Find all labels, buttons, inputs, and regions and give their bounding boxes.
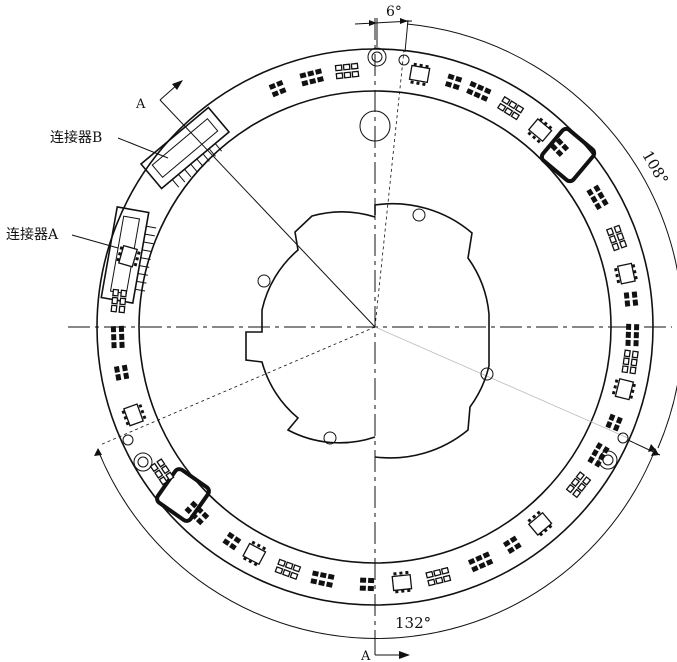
smd-component bbox=[605, 224, 628, 252]
angle-label-108deg: 108° bbox=[638, 148, 672, 188]
reference-line-6deg bbox=[374, 49, 405, 328]
smd-component bbox=[110, 288, 128, 314]
smd-component bbox=[586, 184, 609, 211]
smd-component bbox=[334, 62, 360, 80]
hub-hole-1 bbox=[412, 208, 426, 222]
section-label-top: A bbox=[135, 97, 146, 112]
smd-component bbox=[623, 291, 639, 307]
mounting-hole-left-ring bbox=[133, 452, 153, 472]
mounting-holes bbox=[122, 47, 629, 472]
smd-component bbox=[242, 540, 267, 567]
smd-component bbox=[110, 325, 125, 349]
smd-component bbox=[408, 62, 431, 87]
dim-6deg-arrow-left bbox=[369, 20, 377, 26]
hub-left-half bbox=[245, 211, 376, 444]
smd-component bbox=[299, 68, 324, 87]
section-arrows bbox=[159, 80, 410, 659]
smd-component bbox=[587, 442, 610, 468]
central-hub bbox=[245, 202, 494, 459]
large-ic-right bbox=[539, 126, 597, 184]
smd-component bbox=[496, 95, 525, 121]
mounting-hole-top-small-inner bbox=[371, 51, 383, 63]
hub-hole-3 bbox=[480, 367, 494, 381]
dim-132deg-arrow-left bbox=[94, 448, 102, 456]
section-label-bottom: A bbox=[360, 649, 371, 662]
hub-hole-4 bbox=[323, 431, 337, 445]
connector-b-body bbox=[139, 106, 231, 190]
connector-b-footprint bbox=[139, 106, 231, 190]
connector-b-pins bbox=[171, 143, 223, 188]
smd-component bbox=[444, 73, 463, 91]
angle-label-6deg: 6° bbox=[386, 4, 402, 20]
large-ic-right-body bbox=[539, 126, 597, 184]
smd-component bbox=[527, 117, 553, 144]
hub-hole-2 bbox=[257, 274, 271, 288]
reference-line-lower-left bbox=[99, 326, 376, 446]
dim-108deg-arc bbox=[406, 23, 677, 449]
smd-component bbox=[149, 458, 175, 486]
smd-component bbox=[425, 566, 452, 587]
ring-components bbox=[110, 62, 640, 594]
mounting-hole-6deg bbox=[398, 54, 410, 66]
mounting-hole-left-ring-inner bbox=[137, 456, 149, 468]
dim-6deg-arrow-right bbox=[400, 18, 408, 24]
smd-component bbox=[605, 413, 623, 432]
smd-component bbox=[614, 262, 638, 285]
smd-component bbox=[310, 570, 335, 588]
angle-label-132deg: 132° bbox=[395, 614, 431, 632]
section-arrow-top-head bbox=[172, 80, 183, 90]
smd-component bbox=[611, 377, 636, 401]
smd-component bbox=[621, 349, 639, 375]
smd-component bbox=[625, 323, 640, 347]
smd-component bbox=[527, 510, 553, 537]
mounting-hole-left bbox=[122, 434, 134, 446]
smd-component bbox=[565, 471, 592, 499]
smd-component bbox=[121, 403, 147, 427]
dim-6deg-ext-right bbox=[404, 19, 409, 53]
smd-component bbox=[502, 535, 522, 555]
smd-component bbox=[359, 577, 375, 592]
dimension-marks bbox=[94, 18, 677, 639]
reference-line-right bbox=[374, 326, 629, 439]
section-line-a bbox=[159, 99, 376, 328]
smd-component bbox=[268, 79, 287, 98]
mounting-hole-right bbox=[617, 432, 629, 444]
dim-132deg-arc bbox=[97, 449, 656, 639]
dim-132deg-arrow-right bbox=[651, 448, 659, 456]
smd-component bbox=[391, 570, 413, 594]
mounting-hole-top-small bbox=[367, 47, 387, 67]
smd-component bbox=[550, 137, 570, 157]
connector-b-label: 连接器B bbox=[50, 129, 102, 146]
smd-component bbox=[113, 364, 130, 381]
connector-a-pins bbox=[135, 225, 157, 292]
section-arrow-bottom-head bbox=[399, 651, 410, 659]
center-lines bbox=[68, 18, 672, 650]
connector-b-inner bbox=[151, 118, 219, 178]
hub-right-half bbox=[374, 202, 490, 459]
smd-component bbox=[184, 500, 210, 526]
smd-component bbox=[274, 558, 302, 581]
connector-b-leader bbox=[117, 137, 169, 159]
connector-a-label: 连接器A bbox=[6, 226, 59, 243]
smd-component bbox=[466, 80, 492, 102]
smd-component bbox=[222, 531, 242, 551]
smd-component bbox=[116, 244, 141, 268]
smd-component bbox=[467, 551, 494, 573]
mounting-hole-top bbox=[359, 110, 391, 142]
connector-a-leader bbox=[71, 234, 119, 249]
